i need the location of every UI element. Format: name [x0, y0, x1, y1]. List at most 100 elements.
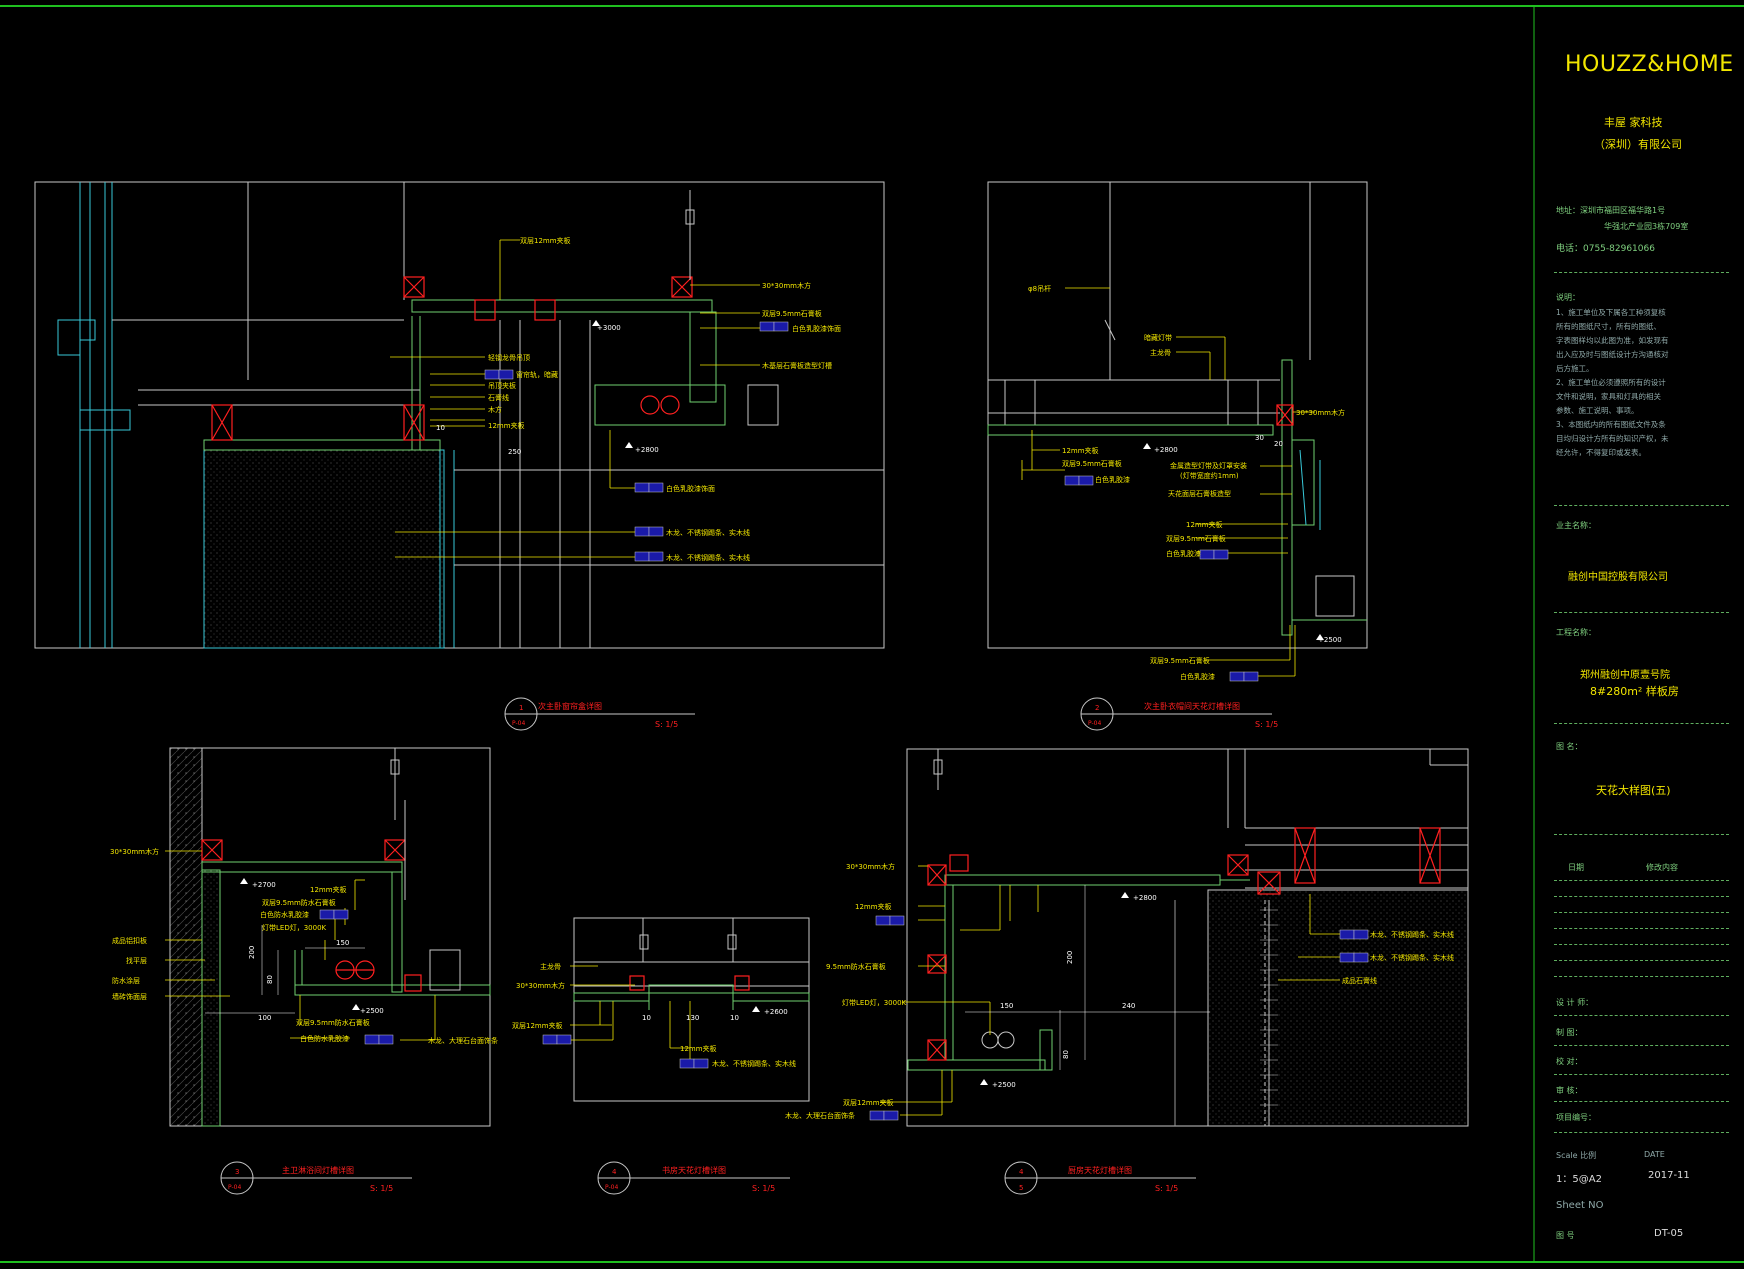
d2-label-rod: φ8吊杆: [1028, 284, 1051, 293]
d1-tag3: 木龙、不锈钢踢条、实木线: [666, 553, 750, 562]
title-block: HOUZZ&HOME 丰屋 家科技 （深圳）有限公司 地址：深圳市福田区福华路1…: [1534, 0, 1744, 1269]
d2-label-wood: 30*30mm木方: [1296, 408, 1345, 417]
d3-label-l4: 灯带LED灯，3000K: [262, 923, 327, 932]
d1-tag1: 白色乳胶漆饰面: [666, 484, 715, 493]
note-line: 经允许，不得复印或发表。: [1556, 448, 1646, 457]
detail-4-scale: S: 1/5: [752, 1184, 775, 1193]
detail-5-ref: 5: [1019, 1184, 1023, 1192]
d3-dim-h2: 100: [258, 1014, 271, 1022]
d3-label-l3: 白色防水乳胶漆: [260, 910, 309, 919]
divider: [1554, 834, 1729, 835]
d1-label-pelmet: 木基层石膏板造型灯槽: [762, 361, 832, 370]
d2-label-l4: 双层9.5mm石膏板: [1062, 459, 1122, 468]
detail-4-num: 4: [612, 1168, 617, 1176]
divider: [1554, 1101, 1729, 1102]
detail-1-num: 1: [519, 704, 523, 712]
revision-row: [1554, 944, 1729, 945]
note-line: 目均归设计方所有的知识产权，未: [1556, 434, 1669, 443]
scale-label: Scale 比例: [1556, 1151, 1597, 1160]
d2-label-l6b: (灯带宽度约1mm): [1180, 471, 1239, 480]
d1-label-l4: 石膏线: [488, 393, 509, 402]
detail-title-3: 3 P-04 主卫淋浴间灯槽详图 S: 1/5: [220, 1161, 412, 1195]
address-line1: 地址：深圳市福田区福华路1号: [1556, 206, 1666, 215]
detail-5-title: 厨房天花灯槽详图: [1068, 1165, 1132, 1175]
detail-2-drawing: φ8吊杆 30*30mm木方 暗藏灯带 主龙骨 12mm夹板 双层9.5mm石膏…: [987, 181, 1368, 682]
detail-2-title: 次主卧衣帽间天花灯槽详图: [1144, 701, 1240, 711]
date-label: DATE: [1644, 1150, 1665, 1159]
d3-label-w1: 成品铝扣板: [112, 936, 147, 945]
d3-label-l1: 12mm夹板: [310, 885, 347, 894]
d2-elev-bot: +2500: [1318, 636, 1342, 644]
d1-label-l5: 木方: [488, 405, 502, 414]
note-line: 后方施工。: [1556, 364, 1594, 373]
date-value: 2017-11: [1648, 1170, 1690, 1181]
detail-3-scale: S: 1/5: [370, 1184, 393, 1193]
detail-5-wall-hatch: [1207, 889, 1469, 1127]
d5-label-r1: 木龙、不锈钢踢条、实木线: [1370, 930, 1454, 939]
notes: 1、施工单位及下属各工种须复核 所有的图纸尺寸，所有的图纸、 字表图样均以此图为…: [1556, 306, 1669, 460]
d2-label-l3: 12mm夹板: [1062, 446, 1099, 455]
detail-3-ref: P-04: [228, 1184, 241, 1191]
divider: [1554, 1015, 1729, 1016]
detail-1-wall-hatch: [203, 449, 445, 649]
revision-date-label: 日期: [1568, 863, 1584, 872]
divider: [1554, 272, 1729, 273]
detail-1-ref: P-04: [512, 720, 525, 727]
sheet-number: DT-05: [1654, 1228, 1684, 1239]
detail-2-scale: S: 1/5: [1255, 720, 1278, 729]
d4-dim1: 10: [642, 1014, 651, 1022]
d3-dim-h1: 150: [336, 939, 349, 947]
revision-row: [1554, 976, 1729, 977]
figure-no-label: 图 号: [1556, 1231, 1575, 1240]
d3-label-l6: 白色防水乳胶漆: [300, 1034, 349, 1043]
d1-label-l2: 窗帘轨，暗藏: [516, 370, 558, 379]
d3-label-w4: 墙砖饰面层: [112, 992, 147, 1001]
note-line: 出入应及时与图纸设计方沟通核对: [1556, 350, 1669, 359]
d4-dim2: 130: [686, 1014, 699, 1022]
revision-row: [1554, 896, 1729, 897]
d2-label-l8: 12mm夹板: [1186, 520, 1223, 529]
d2-label-l7: 天花面层石膏板造型: [1168, 489, 1231, 498]
d4-label-l2: 30*30mm木方: [516, 981, 565, 990]
d4-label-l3: 双层12mm夹板: [512, 1021, 563, 1030]
reviewer-label: 审 核：: [1556, 1086, 1583, 1095]
d1-dim-small: 10: [436, 424, 445, 432]
detail-3-drawing: 30*30mm木方 12mm夹板 双层9.5mm防水石膏板 白色防水乳胶漆 灯带…: [110, 747, 498, 1127]
company-name-line2: （深圳）有限公司: [1594, 138, 1682, 151]
detail-2-num: 2: [1095, 704, 1099, 712]
d5-label-wood: 30*30mm木方: [846, 862, 895, 871]
detail-1-title: 次主卧窗帘盒详图: [538, 701, 602, 711]
detail-2-ref: P-04: [1088, 720, 1101, 727]
project-line1: 郑州融创中原壹号院: [1580, 670, 1670, 681]
notes-title: 说明：: [1556, 293, 1580, 302]
d1-label-wood: 30*30mm木方: [762, 281, 811, 290]
d2-dim1: 30: [1255, 434, 1264, 442]
revision-row: [1554, 912, 1729, 913]
note-line: 2、施工单位必须遵照所有的设计: [1556, 378, 1666, 387]
detail-1-drawing: 双层12mm夹板 30*30mm木方 双层9.5mm石膏板 白色乳胶漆饰面 木基…: [34, 181, 885, 649]
revision-row: [1554, 960, 1729, 961]
d5-dim-v1: 200: [1066, 951, 1074, 964]
company-logo: HOUZZ&HOME: [1565, 52, 1734, 77]
d1-elev-top: +3000: [597, 324, 621, 332]
d1-elev-bot: +2800: [635, 446, 659, 454]
d2-label-l10: 白色乳胶漆: [1166, 549, 1201, 558]
d2-elev-top: +2800: [1154, 446, 1178, 454]
d3-elev-top: +2700: [252, 881, 276, 889]
divider: [1554, 723, 1729, 724]
detail-4-title: 书房天花灯槽详图: [662, 1165, 726, 1175]
d1-label-l3: 吊顶夹板: [488, 381, 516, 390]
company-name-line1: 丰屋 家科技: [1604, 116, 1663, 129]
owner-label: 业主名称：: [1556, 521, 1596, 530]
revision-row: [1554, 928, 1729, 929]
d5-dim-v2: 80: [1062, 1050, 1070, 1059]
d5-label-r3: 成品石膏线: [1342, 976, 1377, 985]
note-line: 所有的图纸尺寸，所有的图纸、: [1556, 322, 1661, 331]
address-line2: 华强北产业园3栋709室: [1604, 222, 1689, 231]
project-label: 工程名称：: [1556, 628, 1596, 637]
scale-value: 1：5@A2: [1556, 1174, 1602, 1185]
detail-5-drawing: 30*30mm木方 12mm夹板 9.5mm防水石膏板 灯带LED灯，3000K…: [785, 748, 1469, 1127]
detail-4-drawing: 主龙骨 30*30mm木方 双层12mm夹板 12mm夹板 木龙、不锈钢踢条、实…: [512, 917, 810, 1102]
d1-label-l6: 12mm夹板: [488, 421, 525, 430]
